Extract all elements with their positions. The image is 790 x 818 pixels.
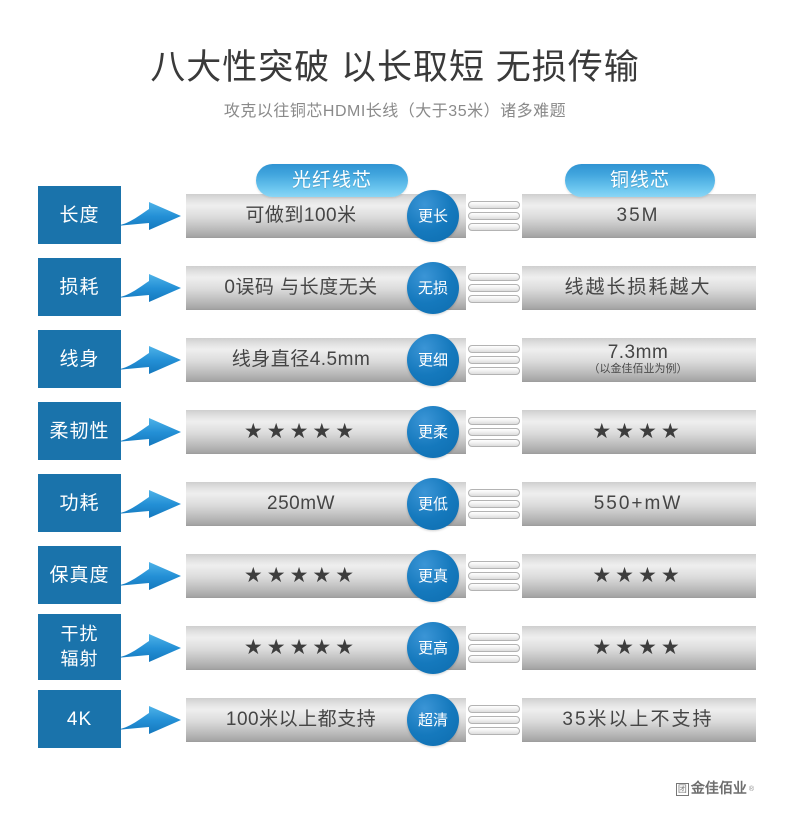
- advantage-badge-label: 更柔: [417, 423, 448, 441]
- copper-value-text: 线越长损耗越大: [564, 277, 712, 298]
- advantage-badge: 更高: [407, 622, 459, 674]
- chain-link-icon: [466, 626, 522, 670]
- comparison-row: 柔韧性 ★★★★★ 更柔 ★★★★: [0, 402, 790, 460]
- category-chip[interactable]: 功耗: [38, 474, 121, 532]
- advantage-badge-label: 超清: [417, 711, 448, 729]
- copper-value-bar: 线越长损耗越大: [520, 266, 756, 310]
- chain-link-icon: [466, 266, 522, 310]
- category-label: 干扰 辐射: [60, 624, 99, 669]
- copper-rating-stars: ★★★★: [592, 636, 684, 659]
- copper-value-text: 35米以上不支持: [562, 709, 714, 730]
- copper-rating-stars: ★★★★: [592, 420, 684, 443]
- category-label: 柔韧性: [49, 420, 110, 442]
- advantage-badge: 超清: [407, 694, 459, 746]
- copper-rating-stars: ★★★★: [592, 564, 684, 587]
- fiber-value-text: 250mW: [267, 493, 335, 514]
- fiber-rating-stars: ★★★★★: [243, 636, 359, 659]
- arrow-right-icon: [115, 272, 185, 304]
- copper-value-text: 35M: [616, 205, 660, 226]
- chain-link-icon: [466, 698, 522, 742]
- registered-trademark-icon: ®: [748, 785, 754, 793]
- arrow-right-icon: [115, 704, 185, 736]
- advantage-badge-label: 更低: [417, 495, 448, 513]
- copper-value-text: 7.3mm（以金佳佰业为例）: [588, 342, 688, 375]
- brand-logo: 团 金佳佰业 ®: [675, 781, 754, 797]
- category-label: 损耗: [59, 276, 100, 298]
- category-chip[interactable]: 保真度: [38, 546, 121, 604]
- copper-value-bar: 35米以上不支持: [520, 698, 756, 742]
- page-title: 八大性突破 以长取短 无损传输: [150, 48, 640, 87]
- column-header-copper-label: 铜线芯: [609, 169, 670, 191]
- page-header: 八大性突破 以长取短 无损传输 攻克以往铜芯HDMI长线（大于35米）诸多难题: [0, 0, 790, 123]
- chain-link-icon: [466, 554, 522, 598]
- page-subtitle: 攻克以往铜芯HDMI长线（大于35米）诸多难题: [223, 103, 567, 120]
- copper-value-bar: 35M: [520, 194, 756, 238]
- column-header-fiber: 光纤线芯: [256, 164, 408, 197]
- category-chip[interactable]: 柔韧性: [38, 402, 121, 460]
- advantage-badge-label: 更真: [417, 567, 448, 585]
- advantage-badge-label: 更细: [417, 351, 448, 369]
- comparison-row: 保真度 ★★★★★ 更真 ★★★★: [0, 546, 790, 604]
- page-footer: 团 金佳佰业 ®: [0, 780, 790, 818]
- copper-value-text: 550+mW: [593, 493, 683, 514]
- advantage-badge-label: 更高: [417, 639, 448, 657]
- category-chip[interactable]: 线身: [38, 330, 121, 388]
- copper-value-bar: ★★★★: [520, 626, 756, 670]
- comparison-row: 损耗 0误码 与长度无关 无损 线越长损耗越大: [0, 258, 790, 316]
- advantage-badge: 更柔: [407, 406, 459, 458]
- comparison-row: 功耗 250mW 更低 550+mW: [0, 474, 790, 532]
- fiber-rating-stars: ★★★★★: [243, 564, 359, 587]
- arrow-right-icon: [115, 632, 185, 664]
- chain-link-icon: [466, 338, 522, 382]
- copper-value-bar: 7.3mm（以金佳佰业为例）: [520, 338, 756, 382]
- comparison-row: 干扰 辐射 ★★★★★ 更高 ★★★★: [0, 614, 790, 680]
- category-label: 长度: [59, 204, 100, 226]
- advantage-badge: 更长: [407, 190, 459, 242]
- comparison-row: 4K 100米以上都支持 超清 35米以上不支持: [0, 690, 790, 748]
- category-label: 4K: [66, 708, 93, 730]
- copper-value-bar: ★★★★: [520, 410, 756, 454]
- fiber-rating-stars: ★★★★★: [243, 420, 359, 443]
- chain-link-icon: [466, 482, 522, 526]
- category-label: 线身: [59, 348, 100, 370]
- category-label: 保真度: [49, 564, 110, 586]
- category-chip[interactable]: 干扰 辐射: [38, 614, 121, 680]
- column-header-copper: 铜线芯: [565, 164, 715, 197]
- category-chip[interactable]: 4K: [38, 690, 121, 748]
- fiber-value-text: 100米以上都支持: [225, 709, 377, 730]
- column-header-fiber-label: 光纤线芯: [291, 169, 372, 191]
- category-chip[interactable]: 长度: [38, 186, 121, 244]
- category-label: 功耗: [59, 492, 100, 514]
- copper-value-note: （以金佳佰业为例）: [588, 363, 688, 375]
- arrow-right-icon: [115, 200, 185, 232]
- copper-value-bar: ★★★★: [520, 554, 756, 598]
- advantage-badge: 更细: [407, 334, 459, 386]
- arrow-right-icon: [115, 344, 185, 376]
- arrow-right-icon: [115, 488, 185, 520]
- brand-name: 金佳佰业: [690, 781, 747, 797]
- comparison-row: 线身 线身直径4.5mm 更细 7.3mm（以金佳佰业为例）: [0, 330, 790, 388]
- category-chip[interactable]: 损耗: [38, 258, 121, 316]
- copper-value-bar: 550+mW: [520, 482, 756, 526]
- advantage-badge: 无损: [407, 262, 459, 314]
- advantage-badge-label: 无损: [417, 279, 448, 297]
- comparison-grid: 长度 可做到100米 更长 35M 损耗 0误码 与长度无关 无损 线越长损耗越大线身 线身直径…: [0, 186, 790, 766]
- arrow-right-icon: [115, 560, 185, 592]
- advantage-badge-label: 更长: [417, 207, 448, 225]
- fiber-value-text: 线身直径4.5mm: [231, 349, 371, 370]
- advantage-badge: 更真: [407, 550, 459, 602]
- logo-box-icon: 团: [675, 783, 689, 796]
- chain-link-icon: [466, 410, 522, 454]
- arrow-right-icon: [115, 416, 185, 448]
- fiber-value-text: 0误码 与长度无关: [224, 277, 378, 298]
- chain-link-icon: [466, 194, 522, 238]
- comparison-row: 长度 可做到100米 更长 35M: [0, 186, 790, 244]
- fiber-value-text: 可做到100米: [245, 205, 357, 226]
- advantage-badge: 更低: [407, 478, 459, 530]
